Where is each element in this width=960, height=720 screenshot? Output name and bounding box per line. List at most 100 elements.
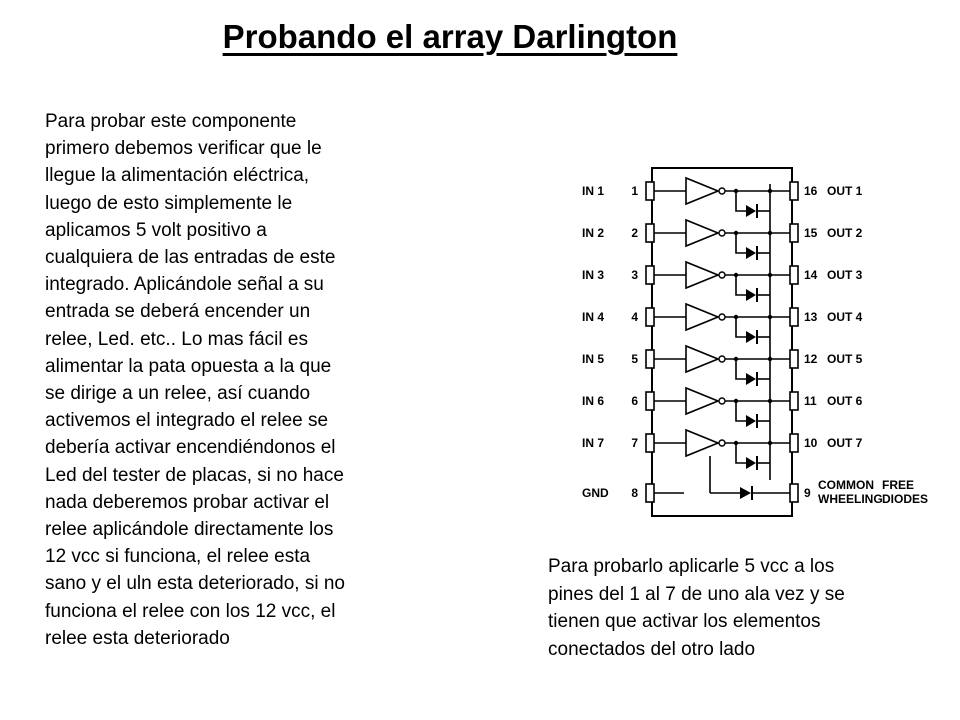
output-label: OUT 7 bbox=[827, 436, 863, 450]
input-pin-number: 2 bbox=[631, 226, 638, 240]
right-pin bbox=[789, 265, 799, 285]
junction-dot bbox=[767, 440, 773, 446]
input-label: IN 6 bbox=[582, 394, 604, 408]
output-label: OUT 3 bbox=[827, 268, 863, 282]
buffer-triangle bbox=[685, 344, 721, 374]
gnd-pin bbox=[645, 483, 655, 503]
buffer-triangle bbox=[685, 386, 721, 416]
inversion-bubble bbox=[718, 271, 726, 279]
body-text-line: se dirige a un relee, así cuando bbox=[45, 383, 311, 405]
output-pin-number: 10 bbox=[804, 436, 818, 450]
gnd-label: GND bbox=[582, 486, 609, 500]
junction-dot bbox=[767, 230, 773, 236]
inversion-bubble bbox=[718, 187, 726, 195]
buffer-triangle bbox=[685, 176, 721, 206]
body-text-line: activemos el integrado el relee se bbox=[45, 410, 329, 432]
body-text-line: 12 vcc si funciona, el relee esta bbox=[45, 546, 311, 568]
body-text-line: Led del tester de placas, si no hace bbox=[45, 464, 344, 486]
body-text-line: relee, Led. etc.. Lo mas fácil es bbox=[45, 328, 308, 350]
body-paragraph: Para probar este componente primero debem… bbox=[45, 108, 445, 652]
right-pin bbox=[789, 433, 799, 453]
caption-line: conectados del otro lado bbox=[548, 638, 756, 660]
body-text-line: cualquiera de las entradas de este bbox=[45, 247, 336, 269]
inversion-bubble bbox=[718, 439, 726, 447]
junction-dot bbox=[767, 398, 773, 404]
diode-icon bbox=[746, 331, 756, 343]
diode-icon bbox=[746, 457, 756, 469]
output-pin-number: 16 bbox=[804, 184, 818, 198]
output-pin-number: 15 bbox=[804, 226, 818, 240]
buffer-triangle bbox=[685, 218, 721, 248]
right-pin bbox=[789, 181, 799, 201]
right-pin bbox=[789, 223, 799, 243]
diode-icon bbox=[746, 373, 756, 385]
output-pin-number: 12 bbox=[804, 352, 818, 366]
common-label: COMMON bbox=[818, 478, 874, 492]
input-pin-number: 6 bbox=[631, 394, 638, 408]
left-pin bbox=[645, 391, 655, 411]
diode-icon bbox=[746, 289, 756, 301]
body-text-line: entrada se deberá encender un bbox=[45, 301, 311, 323]
left-pin bbox=[645, 181, 655, 201]
body-text-line: primero debemos verificar que le bbox=[45, 138, 322, 160]
output-label: OUT 2 bbox=[827, 226, 863, 240]
common-diode-icon bbox=[740, 487, 751, 499]
diode-wire bbox=[735, 233, 746, 254]
junction-dot bbox=[767, 314, 773, 320]
gnd-pin-number: 8 bbox=[631, 486, 638, 500]
input-pin-number: 3 bbox=[631, 268, 638, 282]
body-text-line: llegue la alimentación eléctrica, bbox=[45, 165, 310, 187]
input-label: IN 1 bbox=[582, 184, 604, 198]
output-label: OUT 5 bbox=[827, 352, 863, 366]
body-text-line: relee esta deteriorado bbox=[45, 627, 230, 649]
right-pin bbox=[789, 391, 799, 411]
left-pin bbox=[645, 433, 655, 453]
body-text-line: alimentar la pata opuesta a la que bbox=[45, 355, 332, 377]
body-text-line: nada deberemos probar activar el bbox=[45, 491, 330, 513]
body-text-line: relee aplicándole directamente los bbox=[45, 519, 334, 541]
caption-line: tienen que activar los elementos bbox=[548, 611, 821, 632]
buffer-triangle bbox=[685, 302, 721, 332]
left-pin bbox=[645, 307, 655, 327]
free-label: FREE bbox=[882, 478, 914, 492]
input-pin-number: 1 bbox=[631, 184, 638, 198]
output-label: OUT 4 bbox=[827, 310, 863, 324]
junction-dot bbox=[767, 356, 773, 362]
output-label: OUT 1 bbox=[827, 184, 863, 198]
inversion-bubble bbox=[718, 229, 726, 237]
body-text-line: funciona el relee con los 12 vcc, el bbox=[45, 600, 336, 622]
buffer-triangle bbox=[685, 260, 721, 290]
left-pin bbox=[645, 265, 655, 285]
input-pin-number: 4 bbox=[631, 310, 638, 324]
free-label: DIODES bbox=[882, 492, 928, 506]
output-pin-number: 14 bbox=[804, 268, 818, 282]
junction-dot bbox=[767, 272, 773, 278]
buffer-triangle bbox=[685, 428, 721, 458]
common-pin bbox=[789, 483, 799, 503]
body-text-line: Para probar este componente bbox=[45, 111, 297, 132]
body-text-line: aplicamos 5 volt positivo a bbox=[45, 219, 267, 241]
right-pin bbox=[789, 307, 799, 327]
junction-dot bbox=[767, 188, 773, 194]
inversion-bubble bbox=[718, 397, 726, 405]
input-label: IN 2 bbox=[582, 226, 604, 240]
output-label: OUT 6 bbox=[827, 394, 863, 408]
body-text-line: debería activar encendiéndonos el bbox=[45, 437, 336, 459]
output-pin-number: 13 bbox=[804, 310, 818, 324]
input-pin-number: 7 bbox=[631, 436, 638, 450]
input-label: IN 5 bbox=[582, 352, 604, 366]
left-pin bbox=[645, 223, 655, 243]
common-pin-number: 9 bbox=[804, 486, 811, 500]
input-label: IN 4 bbox=[582, 310, 604, 324]
body-text-line: luego de esto simplemente le bbox=[45, 192, 293, 214]
left-pin bbox=[645, 349, 655, 369]
body-text-line: integrado. Aplicándole señal a su bbox=[45, 274, 324, 296]
diode-wire bbox=[735, 191, 746, 212]
diode-wire bbox=[735, 359, 746, 380]
diode-icon bbox=[746, 247, 756, 259]
diode-wire bbox=[735, 275, 746, 296]
diode-wire bbox=[735, 317, 746, 338]
caption-line: pines del 1 al 7 de uno ala vez y se bbox=[548, 583, 845, 605]
